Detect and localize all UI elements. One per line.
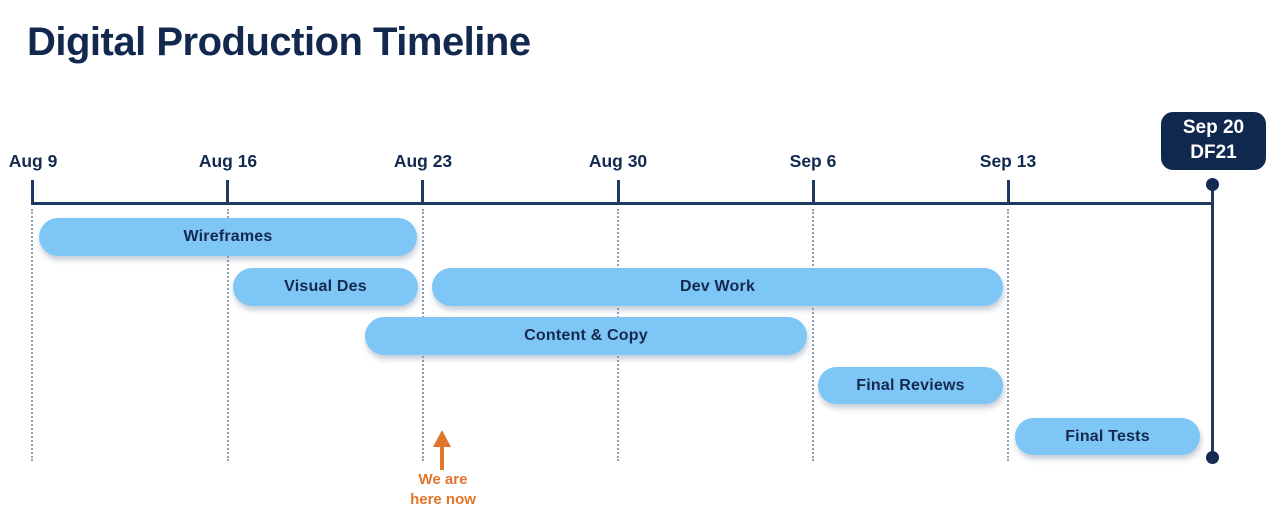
milestone-dot-bottom: [1206, 451, 1219, 464]
axis-tick: [421, 180, 424, 205]
axis-tick: [1007, 180, 1010, 205]
timeline-axis: [31, 202, 1214, 205]
axis-label-sep-6: Sep 6: [789, 151, 837, 171]
up-arrow-icon: [433, 430, 451, 447]
week-gridline: [227, 209, 229, 461]
axis-label-aug-23: Aug 23: [393, 151, 453, 171]
task-label: Visual Des: [284, 278, 367, 295]
task-label: Final Reviews: [856, 376, 965, 394]
task-bar-dev-work: Dev Work: [432, 268, 1003, 306]
task-label: Final Tests: [1065, 427, 1150, 445]
milestone-badge: Sep 20 DF21: [1161, 112, 1266, 170]
axis-label-aug-9: Aug 9: [8, 151, 58, 171]
task-bar-final-tests: Final Tests: [1015, 418, 1200, 455]
task-bar-final-reviews: Final Reviews: [818, 367, 1003, 404]
axis-tick: [617, 180, 620, 205]
up-arrow-stem: [440, 445, 444, 470]
axis-tick: [31, 180, 34, 205]
page-title: Digital Production Timeline: [27, 20, 531, 64]
axis-tick: [812, 180, 815, 205]
milestone-dot-top: [1206, 178, 1219, 191]
week-gridline: [812, 209, 814, 461]
here-now-label: We are here now: [410, 471, 476, 508]
milestone-code: DF21: [1190, 142, 1237, 163]
milestone-line: [1211, 184, 1214, 457]
task-label: Content & Copy: [524, 327, 648, 344]
axis-label-sep-13: Sep 13: [979, 151, 1037, 171]
task-bar-content-copy: Content & Copy: [365, 317, 807, 355]
axis-label-aug-16: Aug 16: [198, 151, 258, 171]
task-bar-visual-des: Visual Des: [233, 268, 418, 306]
task-label: Dev Work: [679, 278, 756, 295]
task-bar-wireframes: Wireframes: [39, 218, 417, 256]
week-gridline: [1007, 209, 1009, 461]
axis-tick: [226, 180, 229, 205]
task-label: Wireframes: [183, 228, 273, 245]
axis-label-aug-30: Aug 30: [588, 151, 648, 171]
milestone-date: Sep 20: [1182, 117, 1245, 139]
week-gridline: [31, 209, 33, 461]
